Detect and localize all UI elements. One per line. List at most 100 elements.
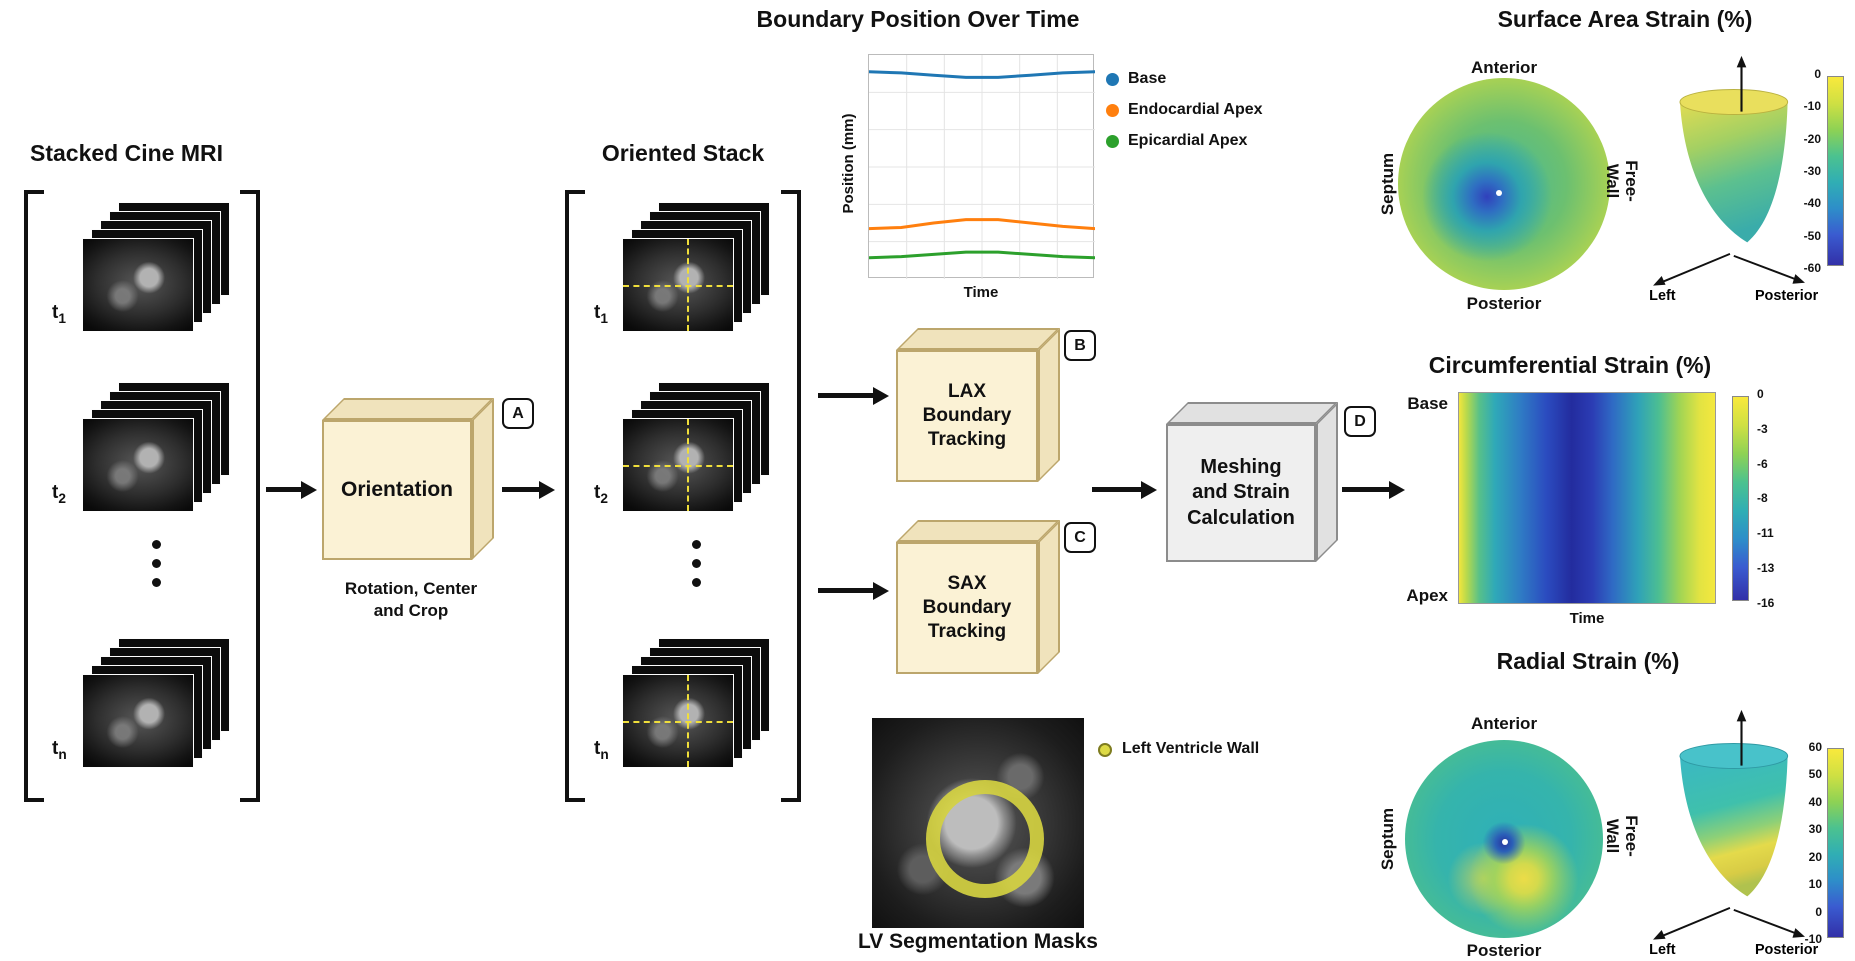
surface-septum-label: Septum	[1378, 152, 1397, 216]
surface-posterior-label: Posterior	[1466, 294, 1542, 313]
colorbar-tick: -16	[1757, 595, 1775, 610]
oriented-stack-n	[622, 638, 770, 768]
radial-posterior-label: Posterior	[1466, 941, 1542, 960]
orientation-caption-line2: and Crop	[373, 601, 449, 621]
circumferential-colorbar-ticks: 0-3-6-8-11-13-16	[1757, 387, 1793, 610]
mri-frame-front	[622, 418, 734, 512]
ellipsis-icon	[690, 540, 702, 587]
orientation-caption: Rotation, Center and Crop	[316, 578, 506, 622]
lv-segmentation-title: LV Segmentation Masks	[857, 930, 1098, 953]
heatmap-apex-label: Apex	[1406, 586, 1448, 605]
colorbar-tick: -40	[1803, 196, 1821, 211]
cine-stack-1	[82, 202, 230, 332]
surface-axis-posterior-label: Posterior	[1755, 288, 1819, 302]
mri-frame-front	[82, 674, 194, 768]
lv-wall-legend-label: Left Ventricle Wall	[1122, 740, 1260, 757]
colorbar-tick: -3	[1757, 421, 1768, 436]
colorbar-tick: -10	[1803, 99, 1821, 114]
heatmap-time-label: Time	[1569, 610, 1605, 627]
radial-septum-label: Septum	[1378, 807, 1397, 871]
colorbar-tick: 0	[1814, 67, 1821, 81]
radial-anterior-label: Anterior	[1470, 714, 1538, 733]
arrow-stack-to-orientation	[266, 480, 317, 499]
cine-stack-2	[82, 382, 230, 512]
radial-strain-3d-ventricle: Left Posterior	[1649, 709, 1819, 956]
meshing-box-side-face	[1316, 402, 1338, 562]
radial-axis-left-label: Left	[1649, 942, 1676, 956]
legend-label-base: Base	[1128, 70, 1167, 87]
lv-wall-ring	[926, 780, 1044, 898]
colorbar-tick: -20	[1803, 131, 1821, 146]
lax-box-side-face	[1038, 328, 1060, 482]
oriented-stack-1	[622, 202, 770, 332]
boundary-chart-plot	[867, 54, 1097, 279]
step-a-badge: A	[502, 398, 534, 429]
colorbar-tick: 30	[1808, 822, 1822, 837]
surface-strain-colorbar-ticks: 0 -10 -20 -30 -40 -50 -60	[1785, 67, 1821, 275]
arrow-to-sax-tracking	[818, 581, 889, 600]
surface-strain-polar-map	[1398, 78, 1610, 290]
mri-frame-front	[82, 238, 194, 332]
sax-box-top-face	[896, 520, 1060, 542]
mri-frame-front	[82, 418, 194, 512]
colorbar-tick: -30	[1803, 163, 1821, 178]
apex-center-dot	[1495, 190, 1502, 197]
radial-strain-title: Radial Strain (%)	[1496, 648, 1680, 674]
lv-wall-marker-icon	[1098, 743, 1112, 757]
orientation-box-top-face	[322, 398, 494, 420]
tn-label: tn	[52, 738, 67, 762]
radial-strain-colorbar	[1827, 748, 1844, 938]
series-base	[867, 70, 1097, 79]
radial-axis-posterior-label: Posterior	[1755, 942, 1819, 956]
orientation-box-side-face	[472, 398, 494, 560]
endocardial-apex-marker-icon	[1106, 103, 1119, 117]
orientation-box: Orientation	[322, 398, 494, 560]
arrow-orientation-to-oriented-stack	[502, 480, 555, 499]
apex-center-dot	[1502, 839, 1509, 845]
surface-axis-left-label: Left	[1649, 288, 1676, 302]
colorbar-tick: -60	[1803, 260, 1821, 275]
boundary-chart-xlabel: Time	[963, 284, 999, 301]
boundary-chart-svg	[867, 55, 1097, 279]
colorbar-tick: -11	[1757, 526, 1774, 541]
colorbar-tick: -13	[1757, 561, 1775, 576]
crosshair-horizontal	[623, 465, 733, 467]
radial-strain-polar-map	[1405, 740, 1603, 938]
mri-frame-front	[622, 238, 734, 332]
boundary-chart-ylabel: Position (mm)	[840, 113, 857, 214]
surface-strain-3d-ventricle: Left Posterior	[1649, 55, 1819, 302]
surface-strain-title: Surface Area Strain (%)	[1497, 6, 1753, 32]
t2-label: t2	[52, 482, 66, 506]
cine-stack-n	[82, 638, 230, 768]
mri-frame-front	[622, 674, 734, 768]
lv-segmentation-image	[872, 718, 1084, 928]
legend-label-epicardial-apex: Epicardial Apex	[1128, 132, 1248, 149]
step-b-badge: B	[1064, 330, 1096, 361]
surface-strain-colorbar	[1827, 76, 1844, 266]
colorbar-tick: 0	[1815, 904, 1822, 919]
circumferential-strain-heatmap	[1458, 392, 1716, 604]
oriented-stack-2	[622, 382, 770, 512]
t1-label: t1	[52, 302, 66, 326]
circumferential-strain-title: Circumferential Strain (%)	[1428, 352, 1712, 378]
boundary-chart-legend: Base Endocardial Apex Epicardial Apex	[1106, 66, 1263, 159]
oriented-tn-label: tn	[594, 738, 609, 762]
stacked-cine-mri-title: Stacked Cine MRI	[30, 140, 223, 166]
boundary-chart-title: Boundary Position Over Time	[756, 6, 1080, 32]
oriented-stack-bracket	[565, 190, 801, 802]
heatmap-base-label: Base	[1407, 394, 1448, 413]
series-endocardial-apex	[867, 218, 1097, 231]
base-marker-icon	[1106, 72, 1119, 86]
colorbar-tick: -50	[1803, 228, 1821, 243]
sax-box-side-face	[1038, 520, 1060, 674]
lax-box-top-face	[896, 328, 1060, 350]
